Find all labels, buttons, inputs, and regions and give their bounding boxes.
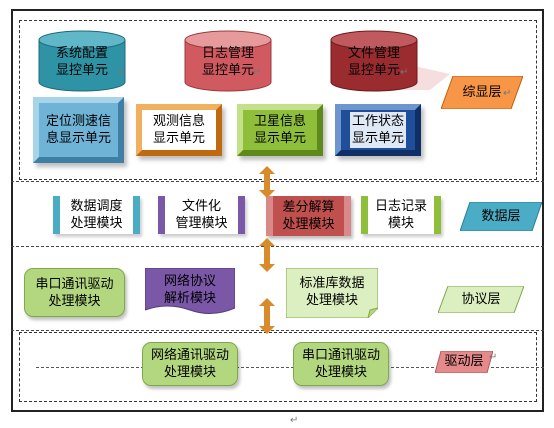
network-protocol-parsing-module: 网络协议 解析模块 [145, 268, 235, 316]
display-layer-tag: 综显层 [441, 76, 523, 109]
satellite-info-display-unit: 卫星信息 显示单元 [237, 104, 323, 156]
paragraph-mark: ↵ [118, 67, 127, 78]
double-arrow-display-data [259, 166, 275, 198]
data-layer-label: 数据层 [481, 209, 521, 224]
satellite-info-display-label: 卫星信息 显示单元 [253, 114, 306, 146]
driver-center-line [36, 367, 544, 368]
standard-library-data-module: 标准库数据 处理模块 [286, 268, 378, 318]
paragraph-mark: ↵ [503, 88, 512, 99]
network-protocol-parsing-label: 网络协议 解析模块 [163, 274, 216, 306]
work-status-display-label: 工作状态 显示单元 [349, 112, 406, 148]
diagram-frame [11, 9, 544, 412]
protocol-layer-tag: 协议层 [438, 286, 524, 313]
network-comm-driver-label: 网络通讯驱动 处理模块 [150, 348, 229, 380]
system-config-control-cylinder: 系统配置 显控单元 [37, 30, 127, 92]
double-arrow-data-protocol [259, 238, 275, 272]
paragraph-mark: ↵ [489, 352, 498, 363]
data-layer-tag: 数据层 [460, 202, 542, 231]
display-layer-region [19, 20, 537, 180]
paragraph-mark: ↵ [290, 415, 299, 426]
driver-layer-tag: 驱动层 [435, 351, 493, 373]
file-management-module-label: 文件化 管理模块 [175, 199, 228, 231]
file-management-control-label: 文件管理 显控单元 [347, 46, 400, 78]
serial-comm-driver-protocol-label: 串口通讯驱动 处理模块 [35, 276, 114, 309]
serial-comm-driver-module: 串口通讯驱动 处理模块 [293, 342, 389, 386]
file-management-module: 文件化 管理模块 [158, 196, 245, 234]
observation-info-display-label: 观测信息 显示单元 [152, 114, 205, 146]
log-recording-module-label: 日志记录 模块 [374, 199, 427, 231]
differential-solution-module: 差分解算 处理模块 [266, 196, 351, 236]
layer-divider-2 [11, 246, 544, 247]
driver-layer-label: 驱动层 [444, 354, 484, 369]
serial-comm-driver-protocol-module: 串口通讯驱动 处理模块 [24, 268, 125, 317]
paragraph-mark: ↵ [253, 67, 262, 78]
data-scheduling-module: 数据调度 处理模块 [53, 196, 140, 234]
serial-comm-driver-label: 串口通讯驱动 处理模块 [301, 348, 380, 380]
paragraph-mark: ↵ [400, 67, 409, 78]
network-comm-driver-module: 网络通讯驱动 处理模块 [142, 342, 238, 386]
display-layer-label: 综显层 [462, 85, 502, 100]
log-recording-module: 日志记录 模块 [361, 196, 441, 234]
work-status-display-unit: 工作状态 显示单元 [335, 104, 421, 156]
system-config-control-label: 系统配置 显控单元 [55, 46, 108, 78]
protocol-layer-label: 协议层 [461, 292, 501, 307]
double-arrow-protocol-driver [259, 298, 275, 334]
paragraph-mark: ↵ [497, 210, 506, 221]
data-scheduling-module-label: 数据调度 处理模块 [70, 199, 123, 231]
observation-info-display-unit: 观测信息 显示单元 [136, 104, 222, 156]
log-management-control-label: 日志管理 显控单元 [201, 46, 254, 78]
positioning-velocity-display-unit: 定位测速信 息显示单元 [33, 97, 124, 163]
layer-divider-3 [11, 330, 544, 331]
positioning-velocity-display-label: 定位测速信 息显示单元 [45, 114, 111, 146]
differential-solution-module-label: 差分解算 处理模块 [282, 200, 335, 232]
layer-divider-1 [11, 181, 544, 182]
log-management-control-cylinder: 日志管理 显控单元 [183, 30, 273, 92]
standard-library-data-label: 标准库数据 处理模块 [299, 276, 365, 308]
file-management-control-cylinder: 文件管理 显控单元 [329, 30, 419, 92]
